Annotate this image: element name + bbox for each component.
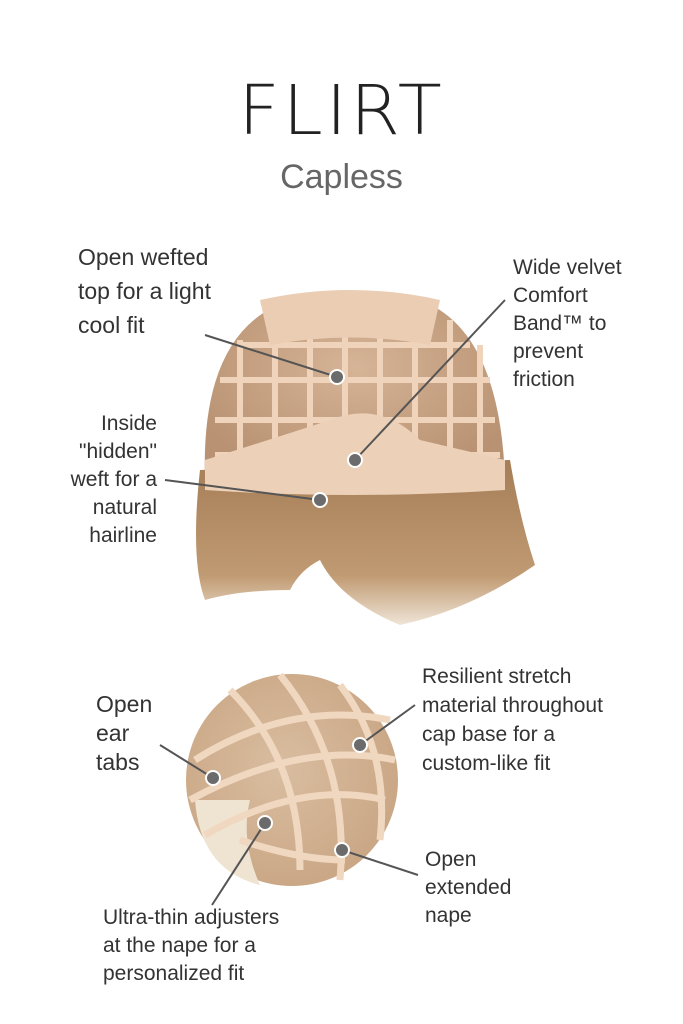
marker-dot (334, 842, 350, 858)
callout-ultra-thin-adjusters: Ultra-thin adjusters at the nape for a p… (103, 906, 280, 985)
marker-dot (312, 492, 328, 508)
marker-dot (329, 369, 345, 385)
callout-hidden-weft: Inside "hidden" weft for a natural hairl… (70, 412, 157, 547)
callout-stretch-material: Resilient stretch material throughout ca… (422, 665, 603, 775)
callout-lines (159, 299, 506, 906)
marker-dot (347, 452, 363, 468)
callout-open-wefted-top: Open wefted top for a light cool fit (78, 244, 211, 338)
cap-type-subtitle: Capless (280, 158, 403, 196)
product-title: FLIRT (238, 70, 445, 150)
callout-velvet-band: Wide velvet Comfort Band™ to prevent fri… (513, 256, 622, 391)
marker-dot (205, 770, 221, 786)
callout-ear-tabs: Open ear tabs (96, 691, 153, 775)
marker-dot (352, 737, 368, 753)
callout-markers (205, 369, 368, 858)
bottom-wig-image (186, 672, 398, 886)
callout-extended-nape: Open extended nape (425, 848, 512, 927)
marker-dot (257, 815, 273, 831)
top-wig-image (196, 290, 535, 625)
